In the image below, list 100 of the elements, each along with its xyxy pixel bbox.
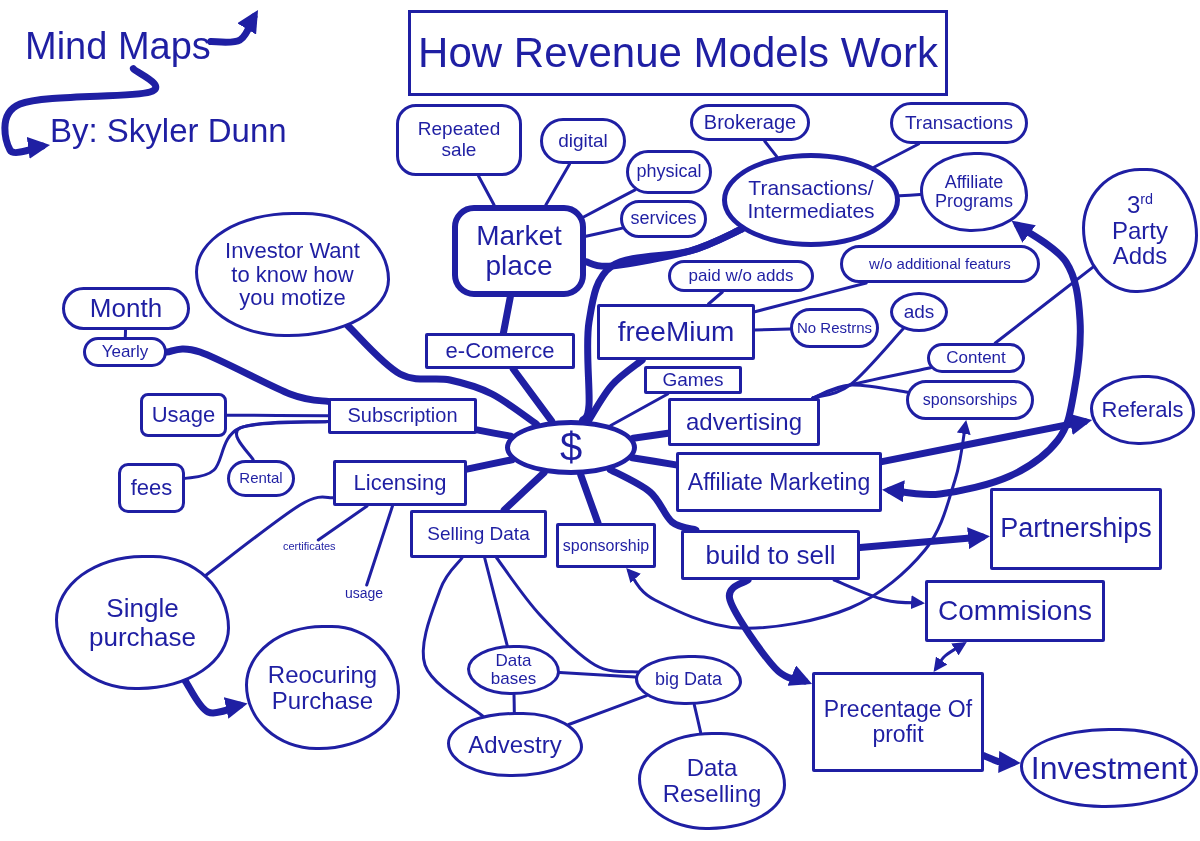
topic-bubble (83, 337, 167, 367)
topic-box (118, 463, 185, 513)
topic-label: 3$^{rd}$ Party Adds (1111, 191, 1169, 270)
connector-line (483, 556, 509, 647)
topic-label: build to sell (705, 540, 836, 570)
connector-line (123, 328, 127, 339)
double-arrow (626, 419, 971, 630)
topic-label: Usage (151, 403, 216, 427)
handwritten-heading: Mind Maps (25, 25, 211, 69)
connector-line (477, 174, 496, 207)
connector-line (544, 162, 572, 207)
double-arrow (882, 220, 1084, 503)
topic-box (812, 672, 984, 772)
topic-label: Commisions (938, 595, 1092, 627)
topic-bubble (790, 308, 879, 348)
connector-line (582, 188, 637, 219)
diagram-title: How Revenue Models Work (408, 10, 948, 96)
topic-label: Single purchase (88, 594, 197, 651)
topic-bubble (626, 150, 712, 194)
topic-box (140, 393, 227, 437)
topic-label: Licensing (353, 471, 447, 495)
connector-line (512, 693, 516, 714)
topic-label: Transactions (904, 112, 1014, 134)
topic-box (644, 366, 742, 394)
byline-text: By: Skyler Dunn (50, 112, 287, 150)
topic-label: Investment (1030, 750, 1188, 786)
topic-box (333, 460, 467, 506)
topic-label: w/o additional featurs (869, 255, 1011, 273)
topic-label: $ (559, 425, 583, 470)
topic-box (410, 510, 547, 558)
connector-line (558, 671, 637, 679)
topic-label: Data Reselling (661, 755, 763, 807)
topic-label: Referals (1101, 398, 1184, 422)
connector-line (235, 420, 330, 462)
connector-line (584, 226, 624, 238)
branch-label: certificates (283, 540, 336, 553)
double-arrow (933, 642, 967, 673)
connector-line (898, 193, 922, 198)
arrow (1, 65, 160, 160)
topic-box (328, 398, 477, 434)
topic-label: sponsorship (562, 536, 650, 555)
topic-label: services (630, 209, 697, 229)
topic-box (396, 104, 522, 176)
topic-label: Transactions/ Intermediates (746, 177, 876, 223)
topic-bubble (540, 118, 626, 164)
topic-label: Brokerage (703, 111, 797, 134)
topic-box (425, 333, 575, 369)
topic-label: Affiliate Programs (934, 172, 1014, 212)
topic-bubble (62, 287, 190, 330)
topic-bubble (890, 102, 1028, 144)
topic-label: advertising (685, 409, 803, 435)
topic-label: Investor Want to know how you motize (224, 238, 361, 311)
topic-label: Yearly (101, 342, 149, 362)
topic-label: Repeated sale (416, 119, 502, 161)
connector-line (707, 290, 724, 306)
topic-label: digital (558, 130, 608, 152)
topic-label: Selling Data (427, 523, 530, 545)
topic-box (597, 304, 755, 360)
topic-label: Content (946, 348, 1006, 368)
topic-bubble (906, 380, 1034, 420)
connector-line (993, 265, 1095, 345)
connector-line (753, 281, 868, 314)
topic-label: Games (662, 369, 724, 391)
topic-label: big Data (654, 670, 722, 690)
connector-line (872, 142, 921, 169)
topic-box (668, 398, 820, 446)
topic-bubble (227, 460, 295, 497)
branch-box (452, 205, 586, 297)
topic-box (990, 488, 1162, 570)
topic-box (925, 580, 1105, 642)
topic-bubble (840, 245, 1040, 283)
topic-label: Market place (475, 220, 563, 282)
topic-label: e-Comerce (445, 339, 555, 363)
topic-label: sponsorships (922, 391, 1018, 409)
connector-line (567, 694, 649, 726)
topic-label: Advestry (468, 731, 562, 758)
topic-label: paid w/o adds (688, 266, 794, 286)
arrow (832, 578, 925, 610)
topic-label: Reocuring Purchase (266, 661, 379, 714)
topic-label: Data bases (489, 651, 538, 689)
topic-bubble (668, 260, 814, 292)
topic-box (676, 452, 882, 512)
connector-line (753, 327, 792, 332)
topic-label: No Restrns (797, 319, 872, 337)
topic-oval (890, 292, 948, 332)
topic-label: freeMium (617, 316, 735, 348)
connector-line (811, 383, 910, 400)
branch-label: usage (345, 585, 384, 602)
topic-bubble (927, 343, 1025, 373)
topic-label: Rental (239, 470, 283, 487)
topic-bubble (690, 104, 810, 141)
connector-line (316, 504, 369, 542)
topic-label: Affiliate Marketing (687, 469, 871, 495)
connector-line (365, 504, 394, 587)
topic-label: Month (89, 294, 163, 323)
topic-label: Partnerships (1000, 514, 1152, 544)
topic-label: physical (636, 162, 702, 182)
topic-label: fees (130, 476, 173, 500)
connector-line (225, 413, 330, 418)
topic-box (681, 530, 860, 580)
